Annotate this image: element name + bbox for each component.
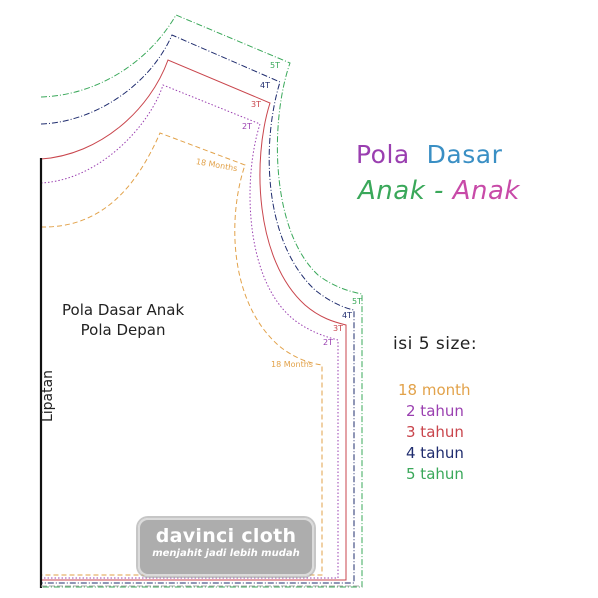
arm-label-18m: 18 Months xyxy=(271,360,313,369)
title-separator: - xyxy=(434,176,444,206)
title-word-anak-2: Anak xyxy=(452,176,520,206)
watermark-tagline: menjahit jadi lebih mudah xyxy=(152,548,300,559)
title-line-2: Anak - Anak xyxy=(358,176,520,206)
watermark-logo: davinci cloth menjahit jadi lebih mudah xyxy=(138,518,314,576)
neck-label-2t: 2T xyxy=(242,122,252,131)
outline-4t xyxy=(40,34,355,584)
title-word-dasar: Dasar xyxy=(426,140,503,169)
arm-label-4t: 4T xyxy=(342,311,352,320)
size-item-18m: 18 month xyxy=(398,381,471,399)
sizes-heading: isi 5 size: xyxy=(393,334,478,354)
fold-label: Lipatan xyxy=(40,369,57,423)
size-item-2t: 2 tahun xyxy=(406,402,464,420)
pattern-name-line-1: Pola Dasar Anak xyxy=(62,301,185,319)
arm-label-2t: 2T xyxy=(323,338,333,347)
arm-label-3t: 3T xyxy=(333,324,343,333)
size-item-4t: 4 tahun xyxy=(406,444,464,462)
pattern-name: Pola Dasar Anak Pola Depan xyxy=(62,300,184,340)
title-word-pola: Pola xyxy=(356,140,410,169)
title-line-1: Pola Dasar xyxy=(356,140,502,169)
outline-2t xyxy=(40,84,339,579)
neck-label-5t: 5T xyxy=(270,61,280,70)
arm-label-5t: 5T xyxy=(352,297,362,306)
size-legend: 18 month 2 tahun 3 tahun 4 tahun 5 tahun xyxy=(398,380,471,485)
outline-5t xyxy=(40,14,363,588)
watermark-brand: davinci cloth xyxy=(155,525,297,547)
outline-18m xyxy=(40,132,323,576)
title-word-anak-1: Anak xyxy=(358,176,426,206)
outline-3t xyxy=(40,59,347,581)
size-item-5t: 5 tahun xyxy=(406,465,464,483)
size-item-3t: 3 tahun xyxy=(406,423,464,441)
neck-label-3t: 3T xyxy=(251,100,261,109)
neck-label-4t: 4T xyxy=(260,81,270,90)
pattern-name-line-2: Pola Depan xyxy=(80,321,166,339)
